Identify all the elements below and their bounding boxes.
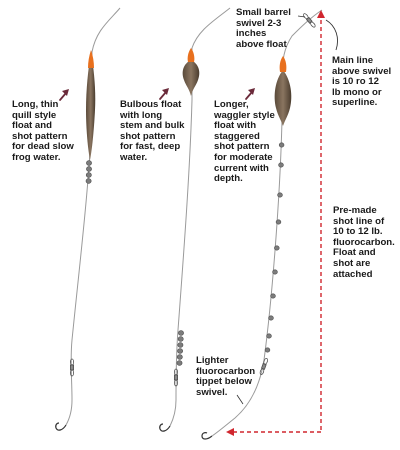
hook-icon [159, 423, 171, 432]
split-shot-icon [85, 178, 92, 184]
barrel-swivel-icon [303, 13, 316, 28]
hook-icon [201, 432, 213, 440]
quill-float-label: Long, thin quill style float and shot pa… [12, 99, 74, 163]
bulbous-float-icon [182, 60, 200, 96]
float-tip [187, 48, 195, 62]
float-tip [279, 56, 287, 72]
fishing-line [169, 7, 231, 427]
split-shot-icon [272, 269, 278, 275]
swivel-label: Small barrel swivel 2-3 inches above flo… [236, 7, 291, 50]
barrel-swivel-icon [259, 358, 268, 375]
arrow-up-icon [317, 10, 325, 18]
split-shot-icon [176, 354, 183, 360]
waggler-rig [201, 9, 323, 440]
split-shot-icon [86, 160, 92, 166]
hook-icon [55, 422, 67, 431]
split-shot-icon [266, 333, 272, 339]
split-shot-icon [278, 142, 285, 148]
callout-arrows [59, 88, 255, 101]
float-tip [88, 50, 94, 68]
waggler-float-icon [274, 70, 292, 126]
barrel-swivel-icon [173, 368, 178, 387]
split-shot-icon [85, 172, 92, 178]
bulbous-float-label: Bulbous float with long stem and bulk sh… [120, 99, 185, 163]
split-shot-icon [176, 360, 183, 366]
shot-pattern [264, 142, 285, 353]
split-shot-icon [264, 347, 271, 353]
shot-line-label: Pre-made shot line of 10 to 12 lb. fluor… [333, 205, 395, 280]
tippet-label: Lighter fluorocarbon tippet below swivel… [196, 355, 256, 398]
split-shot-icon [274, 245, 280, 251]
split-shot-icon [275, 219, 282, 225]
split-shot-icon [177, 336, 184, 342]
split-shot-icon [270, 293, 276, 299]
tippet-leader [236, 394, 244, 405]
fishing-line [65, 7, 121, 426]
shot-pattern [176, 330, 184, 366]
swivel-leader [297, 15, 306, 18]
barrel-swivel-icon [70, 358, 75, 377]
split-shot-icon [177, 342, 184, 348]
split-shot-icon [278, 162, 284, 168]
arrow-left-icon [226, 428, 234, 436]
arrow-icon [245, 88, 255, 100]
arrow-icon [59, 89, 69, 101]
quill-float-icon [86, 52, 96, 160]
split-shot-icon [177, 348, 183, 354]
shot-pattern [85, 160, 92, 184]
split-shot-icon [277, 192, 283, 198]
main-line-leader [325, 19, 338, 51]
arrow-icon [159, 88, 169, 100]
waggler-float-label: Longer, waggler style float with stagger… [214, 99, 275, 185]
quill-rig [55, 7, 121, 431]
split-shot-icon [86, 166, 92, 172]
split-shot-icon [178, 330, 184, 336]
main-line-label: Main line above swivel is 10 ro 12 lb mo… [332, 55, 392, 109]
split-shot-icon [268, 315, 274, 321]
bulbous-rig [159, 7, 231, 432]
